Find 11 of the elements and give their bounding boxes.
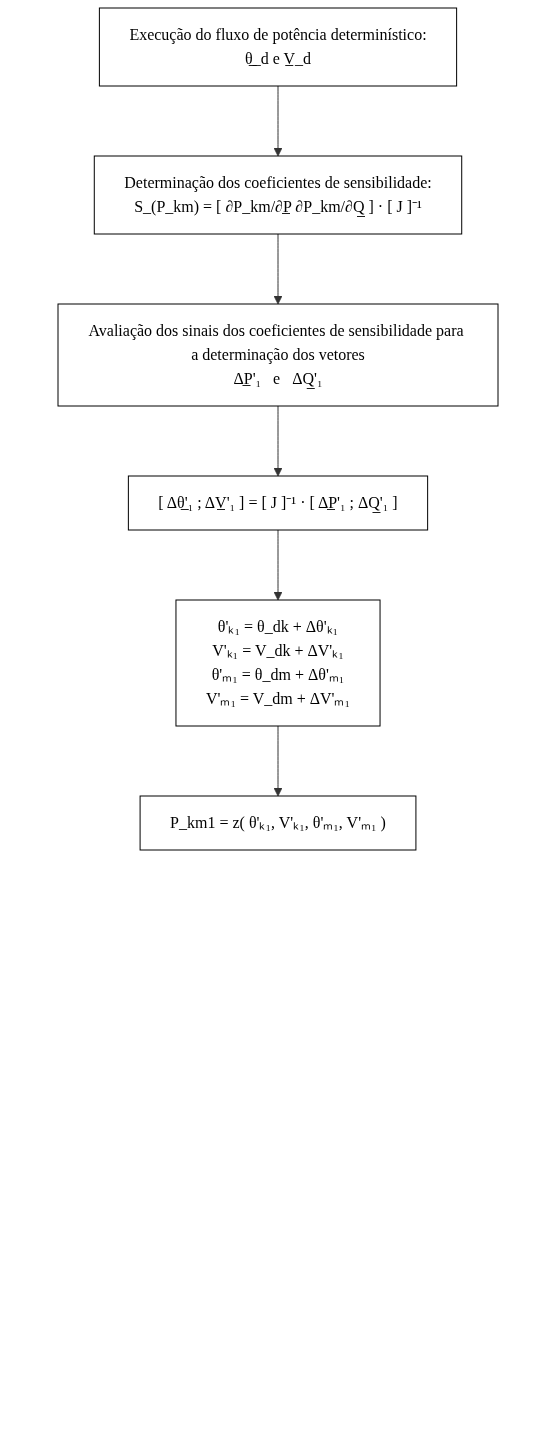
node-box: Determinação dos coeficientes de sensibilidade: S_(P_km) = [ ∂P_km/∂P̲ ∂P_km/∂Q̲ ] · [ J ]⁻¹ <box>93 155 462 235</box>
node-box: Avaliação dos sinais dos coeficientes de sensibilidade para a determinação dos vetores ΔP̲'₁ e ΔQ̲'₁ <box>57 303 498 407</box>
arrow <box>273 725 282 797</box>
node-box: Execução do fluxo de potência determinístico: θ̲_d e V̲_d <box>98 7 457 87</box>
node-box: [ Δθ̲'₁ ; ΔV̲'₁ ] = [ J ]⁻¹ · [ ΔP̲'₁ ; ΔQ̲'₁ ] <box>127 475 428 531</box>
node-box: θ'ₖ₁ = θ_dk + Δθ'ₖ₁ V'ₖ₁ = V_dk + ΔV'ₖ₁ θ'ₘ₁ = θ_dm + Δθ'ₘ₁ V'ₘ₁ = V_dm + ΔV'ₘ₁ <box>174 599 381 727</box>
node-box: P_km1 = z( θ'ₖ₁, V'ₖ₁, θ'ₘ₁, V'ₘ₁ ) <box>139 795 416 851</box>
arrow <box>273 85 282 157</box>
arrow <box>273 529 282 601</box>
arrow <box>273 233 282 305</box>
arrow <box>273 405 282 477</box>
